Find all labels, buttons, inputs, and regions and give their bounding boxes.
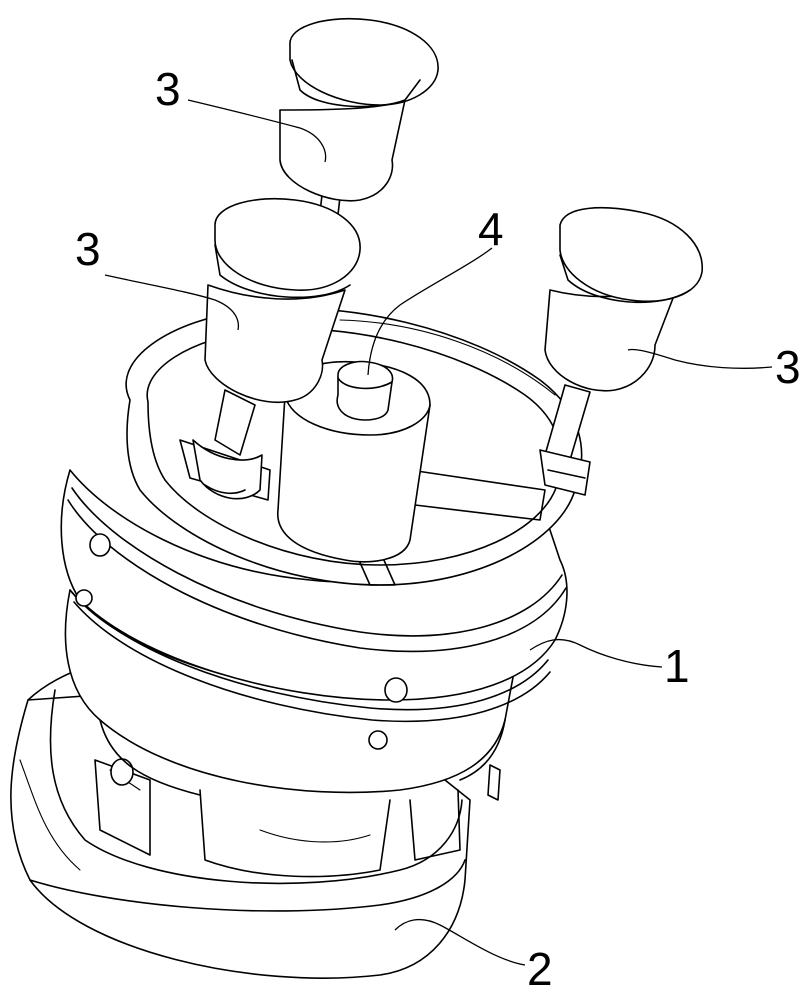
callout-3-top: 3 bbox=[155, 63, 181, 115]
leader-4 bbox=[367, 247, 493, 376]
leader-3-right bbox=[627, 348, 773, 369]
cup-right bbox=[539, 206, 703, 496]
callout-1: 1 bbox=[664, 640, 690, 692]
leader-1 bbox=[529, 638, 663, 668]
cup-top bbox=[279, 17, 439, 233]
cup-left bbox=[192, 197, 361, 500]
callout-3-right: 3 bbox=[775, 341, 801, 393]
leader-3-left bbox=[104, 274, 240, 331]
center-column bbox=[277, 360, 431, 563]
leader-2 bbox=[394, 918, 526, 966]
callout-labels: 3 3 3 4 1 2 bbox=[75, 63, 801, 995]
callout-4: 4 bbox=[478, 203, 504, 255]
callout-3-left: 3 bbox=[75, 223, 101, 275]
leader-3-top bbox=[187, 99, 327, 163]
callout-2: 2 bbox=[527, 943, 553, 995]
main-body bbox=[60, 469, 568, 796]
leader-lines bbox=[104, 99, 773, 966]
